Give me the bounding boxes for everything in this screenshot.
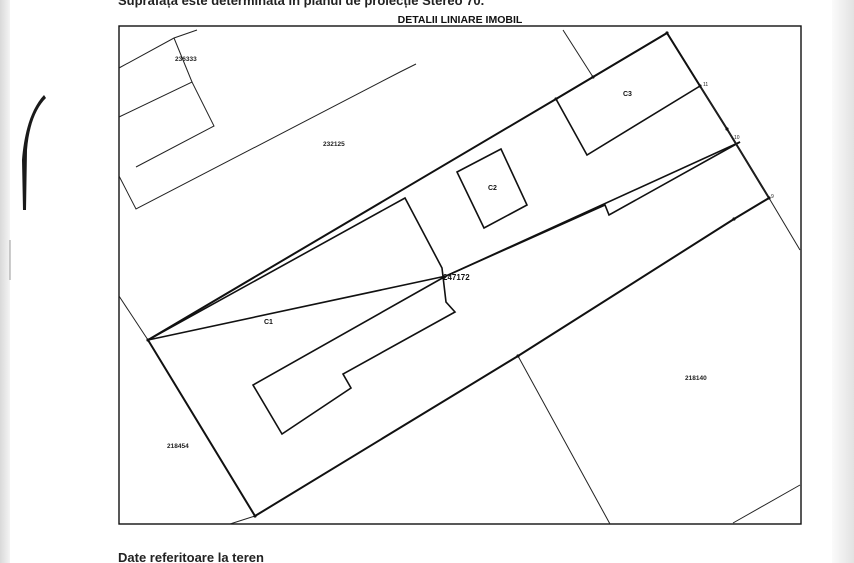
page-edge-shadow-left: [0, 0, 10, 563]
neighbor-parcels-north: [118, 29, 417, 210]
plan-title: DETALII LINIARE IMOBIL: [398, 14, 523, 26]
building-c1-outline: [147, 196, 457, 436]
building-label-c1: C1: [264, 319, 273, 326]
page-edge-shadow-right: [832, 0, 854, 563]
building-label-c2: C2: [488, 185, 497, 192]
point-label-11: 11: [703, 82, 708, 88]
cut-off-header-text: Suprafața este determinată în planul de …: [118, 0, 485, 8]
point-label-9: 9: [771, 194, 774, 200]
parcel-label-southeast: 218140: [685, 375, 707, 382]
vertex-markers: [146, 31, 771, 518]
parcel-label-main: 247172: [443, 273, 470, 282]
scan-artifact-mark: [22, 95, 46, 210]
parcel-label-north-small: 236333: [175, 56, 197, 63]
c1-south-edge: [445, 141, 741, 277]
point-label-10: 10: [734, 135, 740, 141]
parcel-label-north: 232125: [323, 141, 345, 148]
parcel-label-southwest: 218454: [167, 443, 189, 450]
neighbor-parcels-other: [118, 29, 801, 525]
section-heading-land-data: Date referitoare la teren: [118, 550, 264, 563]
building-c2-outline: [455, 147, 529, 230]
building-label-c3: C3: [623, 91, 632, 98]
plan-frame: [118, 25, 802, 525]
